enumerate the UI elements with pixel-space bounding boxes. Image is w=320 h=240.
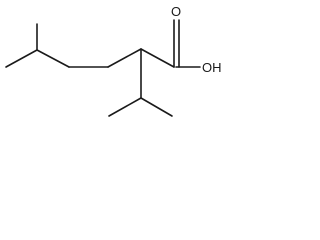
hydroxyl-label: OH bbox=[202, 60, 222, 75]
bond-ch3-left-to-ch bbox=[5, 49, 38, 68]
skeletal-structure-diagram: O OH bbox=[5, 4, 222, 117]
bond-alpha-carbon-to-carboxyl-carbon bbox=[140, 48, 175, 68]
carbonyl-oxygen-label: O bbox=[171, 4, 181, 19]
bond-ch2-b-to-alpha-carbon bbox=[107, 48, 142, 68]
bond-isopropyl-ch-to-ch3-right bbox=[140, 97, 173, 117]
bond-isopropyl-ch-to-ch3-left bbox=[108, 97, 142, 117]
bond-ch-to-ch2-a bbox=[36, 49, 70, 68]
